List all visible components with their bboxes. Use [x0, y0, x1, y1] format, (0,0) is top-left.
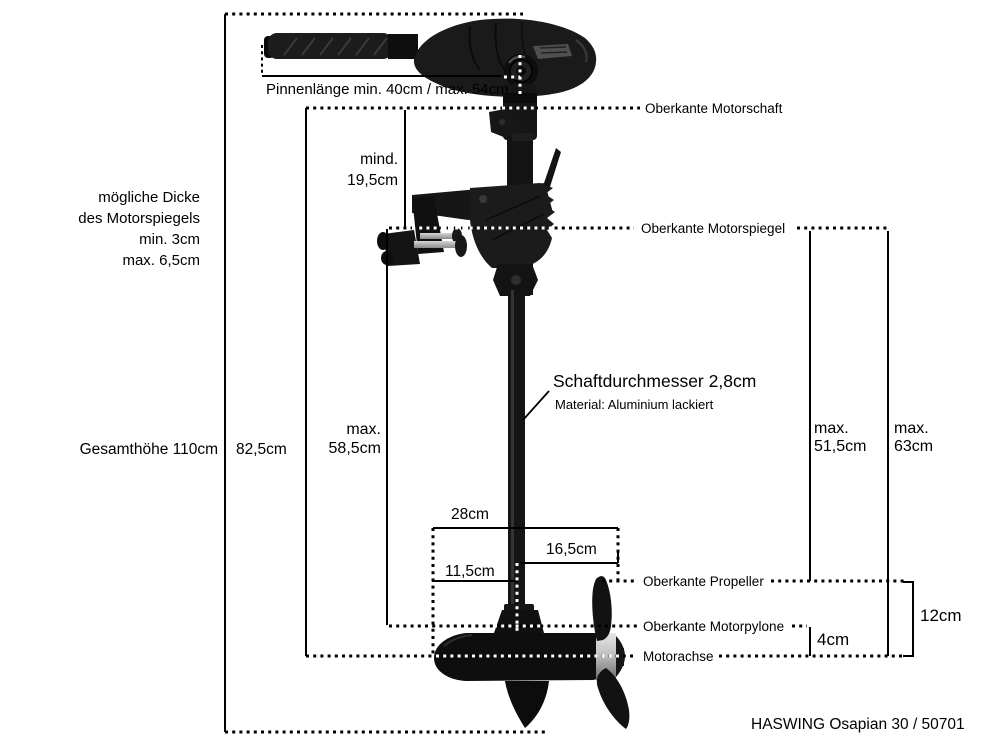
motor-shaft: [508, 290, 525, 614]
max-63-label: max. 63cm: [894, 420, 933, 456]
bracket-12cm: [903, 581, 914, 657]
note-line: des Motorspiegels: [78, 210, 200, 227]
material-label: Material: Aluminium lackiert: [555, 397, 714, 412]
oberkante-motorschaft-label: Oberkante Motorschaft: [645, 101, 783, 116]
dim-line: 19,5cm: [347, 172, 398, 189]
dim-line: 58,5cm: [328, 440, 381, 457]
breite-28-label: 28cm: [451, 506, 489, 523]
oberkante-propeller-label: Oberkante Propeller: [643, 574, 764, 589]
note-line: min. 3cm: [139, 231, 200, 248]
note-line: mögliche Dicke: [98, 189, 200, 206]
skeg-fin: [505, 681, 549, 728]
motorachse-label: Motorachse: [643, 649, 714, 664]
motorspiegel-dicke-note: mögliche Dicke des Motorspiegels min. 3c…: [78, 187, 200, 271]
dim-line: mind.: [360, 151, 398, 168]
abstand-4cm-label: 4cm: [817, 630, 850, 649]
tiller-handle: [264, 33, 418, 59]
dim-line: max.: [814, 420, 849, 437]
dim-line: max.: [894, 420, 929, 437]
mind-19-5-label: mind. 19,5cm: [347, 149, 398, 191]
note-line: max. 6,5cm: [122, 252, 200, 269]
max-51-5-label: max. 51,5cm: [814, 420, 866, 456]
tilt-lever: [543, 148, 561, 190]
max-58-5-label: max. 58,5cm: [329, 420, 381, 458]
schaftdurchmesser-label: Schaftdurchmesser 2,8cm: [553, 371, 757, 391]
dim-line: max.: [346, 421, 381, 438]
oberkante-motorspiegel-label: Oberkante Motorspiegel: [641, 221, 786, 236]
schaft-leader-line: [522, 390, 550, 421]
gesamthoehe-label: Gesamthöhe 110cm: [79, 441, 218, 458]
product-footer-label: HASWING Osapian 30 / 50701: [751, 716, 965, 733]
motor-head: [413, 18, 597, 97]
pod-end-cap-ring: [596, 633, 616, 680]
pinnenlaenge-label: Pinnenlänge min. 40cm / max. 54cm: [266, 81, 509, 98]
breite-11-5-label: 11,5cm: [445, 563, 495, 580]
hoehe-82-5-label: 82,5cm: [236, 441, 287, 458]
transom-clamp-bracket: [377, 183, 555, 296]
breite-16-5-label: 16,5cm: [546, 541, 597, 558]
dimension-lines: [224, 12, 914, 734]
dim-line: 51,5cm: [814, 438, 867, 455]
oberkante-motorpylone-label: Oberkante Motorpylone: [643, 619, 785, 634]
abstand-12cm-label: 12cm: [920, 606, 962, 625]
dim-line: 63cm: [894, 438, 934, 455]
